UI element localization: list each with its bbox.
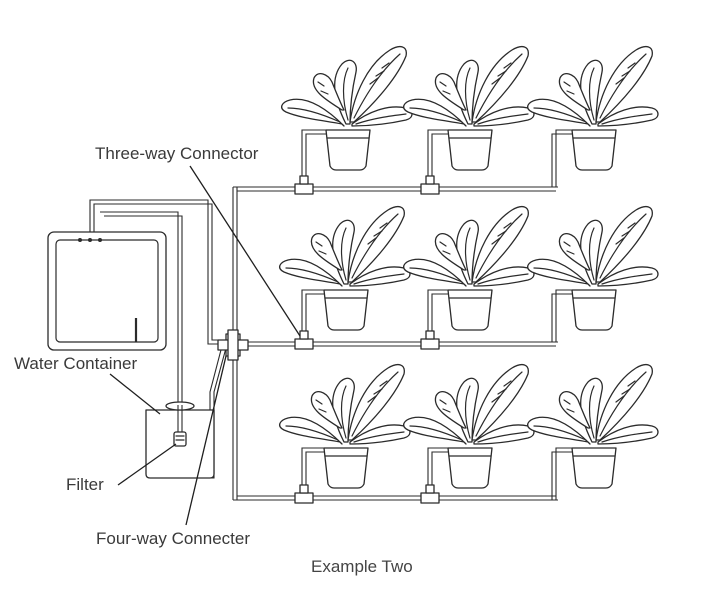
water-container-label: Water Container bbox=[14, 354, 138, 373]
plant-r1-c3 bbox=[526, 45, 659, 171]
four-way-connector-label: Four-way Connecter bbox=[96, 529, 251, 548]
plant-r2-c2 bbox=[402, 205, 535, 331]
plant-r3-c1 bbox=[278, 363, 411, 489]
three-way-connector-label: Three-way Connector bbox=[95, 144, 259, 163]
four-way-connector bbox=[217, 329, 249, 361]
leader-lines bbox=[109, 165, 301, 526]
three-way-leader bbox=[189, 165, 301, 337]
plant-r3-c3 bbox=[526, 363, 659, 489]
plant-r2-c3 bbox=[526, 205, 659, 331]
plants bbox=[278, 45, 659, 489]
diagram-caption: Example Two bbox=[311, 557, 413, 576]
plant-r2-c1 bbox=[278, 205, 411, 331]
plant-r3-c2 bbox=[402, 363, 535, 489]
pump-box bbox=[47, 231, 167, 351]
plant-r1-c1 bbox=[280, 45, 413, 171]
filter-leader bbox=[117, 443, 177, 486]
plant-r1-c2 bbox=[402, 45, 535, 171]
water-container bbox=[145, 401, 215, 479]
water-container-leader bbox=[109, 373, 161, 415]
filter-label: Filter bbox=[66, 475, 104, 494]
four-way-leader bbox=[185, 355, 227, 526]
